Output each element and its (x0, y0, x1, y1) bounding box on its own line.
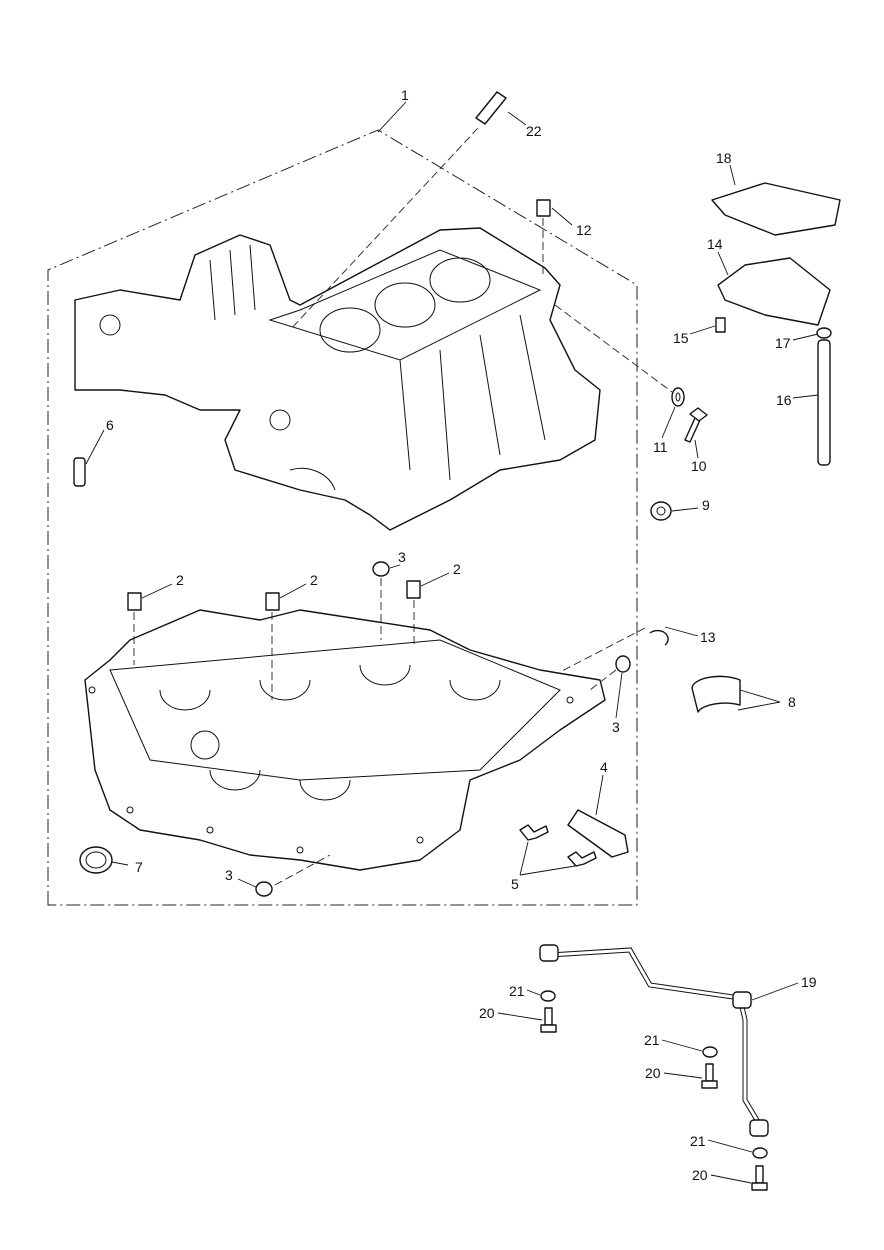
callout-11: 11 (653, 439, 668, 455)
baffle-14 (717, 257, 831, 326)
bolt-10-body (684, 407, 708, 443)
washer-11-body (671, 387, 685, 407)
circlip-13-body (649, 629, 669, 646)
oil-pipe-19 (539, 944, 769, 1137)
assembly-boundary (47, 129, 638, 906)
pipe-16 (817, 339, 831, 466)
callout-20-c: 20 (692, 1167, 708, 1183)
bearing-7-body (79, 846, 113, 874)
bearing-7 (79, 846, 113, 874)
callout-15: 15 (673, 330, 689, 346)
pipe-16-body (817, 339, 831, 466)
dowel-6 (73, 457, 86, 487)
circlip-13 (649, 629, 669, 646)
callout-19: 19 (801, 974, 817, 990)
plugs-3 (255, 561, 631, 897)
callout-labels: 1 22 12 18 14 15 17 16 11 10 6 9 2 2 2 3… (106, 87, 817, 1183)
washers-21 (540, 990, 768, 1159)
dowel-12-body (536, 199, 551, 217)
callout-22: 22 (526, 123, 542, 139)
callout-5: 5 (511, 876, 519, 892)
callout-21-c: 21 (690, 1133, 706, 1149)
callout-21-a: 21 (509, 983, 525, 999)
bolts-20 (540, 1007, 768, 1191)
callout-6: 6 (106, 417, 114, 433)
callout-18: 18 (716, 150, 732, 166)
upper-crankcase (74, 227, 601, 531)
callout-17: 17 (775, 335, 791, 351)
callout-9: 9 (702, 497, 710, 513)
callout-3-bottom: 3 (225, 867, 233, 883)
callout-2-left: 2 (176, 572, 184, 588)
baffle-14-body (717, 257, 831, 326)
callout-3-top: 3 (398, 549, 406, 565)
callout-20-b: 20 (645, 1065, 661, 1081)
callout-12: 12 (576, 222, 592, 238)
sump-gasket-18 (711, 182, 841, 236)
bolt-15 (715, 317, 726, 333)
leader-lines (85, 101, 819, 1184)
callout-3-right: 3 (612, 719, 620, 735)
callout-1: 1 (401, 87, 409, 103)
washer-9-body (650, 501, 672, 521)
dowel-22 (475, 91, 507, 125)
bolt-15-body (715, 317, 726, 333)
oring-17 (816, 327, 832, 339)
bearing-shells-8 (691, 675, 781, 713)
washer-9 (650, 501, 672, 521)
callout-16: 16 (776, 392, 792, 408)
dowels-2 (127, 580, 421, 611)
dowel-12 (536, 199, 551, 217)
callout-14: 14 (707, 236, 723, 252)
bolts-5 (519, 824, 597, 867)
callout-7: 7 (135, 859, 143, 875)
callout-4: 4 (600, 759, 608, 775)
washer-11 (671, 387, 685, 407)
plate-4 (567, 809, 629, 858)
callout-2-middle: 2 (310, 572, 318, 588)
callout-8: 8 (788, 694, 796, 710)
lower-crankcase (84, 609, 606, 871)
callout-21-b: 21 (644, 1032, 660, 1048)
bolt-10 (684, 407, 708, 443)
callout-10: 10 (691, 458, 707, 474)
alignment-lines (133, 127, 673, 886)
callout-20-a: 20 (479, 1005, 495, 1021)
callout-2-right: 2 (453, 561, 461, 577)
oring-17-body (816, 327, 832, 339)
gasket-18-body (711, 182, 841, 236)
plate-4-body (567, 809, 629, 858)
callout-13: 13 (700, 629, 716, 645)
dowel-6-body (73, 457, 86, 487)
